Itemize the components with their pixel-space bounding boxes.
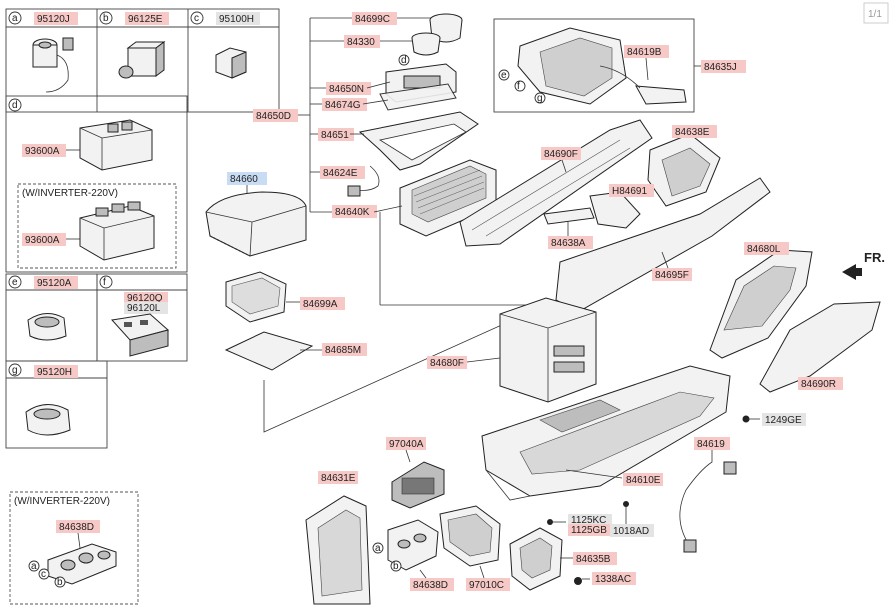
part-label[interactable]: 1125KC (571, 515, 606, 526)
cover-part-illustration (215, 47, 247, 79)
part-label[interactable]: 84695F (655, 270, 689, 281)
inverter-callout-b: b (57, 577, 63, 588)
part-label[interactable]: 84610E (626, 475, 661, 486)
part-label[interactable]: H84691 (612, 186, 647, 197)
arrow-icon (842, 264, 862, 280)
center-storage-box: 84680F (427, 297, 597, 403)
inverter-note: (W/INVERTER-220V) (22, 188, 118, 199)
upper-console-assembly: d (298, 13, 546, 306)
callout-b-letter: b (103, 13, 109, 24)
right-upper-trim: 84690F 84638E H84691 84638A 84695F (459, 119, 771, 313)
part-label[interactable]: 97040A (389, 439, 424, 450)
upper-center-labels: 84699C 84330 84650N 84674G 84650D 84651 … (253, 12, 403, 218)
part-label[interactable]: 84674G (325, 100, 361, 111)
part-label[interactable]: 84638D (59, 522, 94, 533)
callout-f-letter: f (103, 277, 106, 288)
part-label[interactable]: 97010C (469, 580, 504, 591)
part-label[interactable]: 1249GE (765, 415, 802, 426)
part-label[interactable]: 84650D (256, 111, 291, 122)
callout-a (8, 11, 22, 25)
part-label[interactable]: 84635J (704, 62, 737, 73)
upper-bracket-box: e f g 84619B 84635J (493, 18, 746, 113)
inverter-callout-a: a (31, 561, 37, 572)
callout-c (190, 11, 204, 25)
lower-components: 97040A 84631E a b 84638D 97010C 84635B 1… (305, 437, 654, 605)
callout-f-box: f (517, 81, 520, 92)
part-label[interactable]: 84619 (697, 439, 725, 450)
part-label[interactable]: 1338AC (595, 574, 631, 585)
callout-g-box: g (537, 93, 543, 104)
main-console-body: 84610E 1249GE 84619 (481, 365, 806, 553)
part-label[interactable]: 84699C (355, 14, 390, 25)
inverter-box: (W/INVERTER-220V) 84638D a b c (9, 491, 139, 605)
usb-port-g-illustration (25, 404, 71, 436)
front-direction-indicator: FR. (842, 250, 885, 280)
callout-d-upper: d (401, 55, 407, 66)
usb-port-illustration (27, 313, 67, 341)
inverter-box-note: (W/INVERTER-220V) (14, 496, 110, 507)
callout-a-lower: a (375, 543, 381, 554)
part-label[interactable]: 95120A (37, 278, 72, 289)
part-label[interactable]: 84680L (747, 244, 781, 255)
callout-d-letter: d (12, 100, 18, 111)
part-label[interactable]: 1125GB (571, 525, 607, 536)
part-label[interactable]: 84635B (576, 554, 611, 565)
switch-part-illustration (118, 41, 166, 79)
part-label[interactable]: 84690F (544, 149, 578, 160)
inverter-switch-bracket-illustration (79, 201, 155, 261)
callout-e (8, 275, 22, 289)
part-label[interactable]: 84631E (321, 473, 356, 484)
part-label[interactable]: 84680F (430, 358, 464, 369)
part-label[interactable]: 93600A (25, 235, 60, 246)
part-label[interactable]: 84640K (335, 207, 370, 218)
socket-part-illustration (32, 37, 74, 93)
callout-e-box: e (501, 70, 507, 81)
part-label[interactable]: 84685M (325, 345, 361, 356)
part-label[interactable]: 95100H (219, 14, 254, 25)
callout-a-letter: a (12, 13, 18, 24)
callout-g (8, 363, 22, 377)
part-label[interactable]: 96120L (127, 303, 161, 314)
callout-c-letter: c (194, 13, 199, 24)
part-label[interactable]: 84651 (321, 130, 349, 141)
page-indicator-box (863, 2, 889, 24)
callout-e-letter: e (12, 277, 18, 288)
part-label[interactable]: 84690R (801, 379, 836, 390)
callout-b (99, 11, 113, 25)
part-label[interactable]: 84624E (323, 168, 358, 179)
part-label[interactable]: 1018AD (613, 526, 649, 537)
aux-jack-illustration (111, 313, 170, 357)
part-label[interactable]: 84638E (675, 127, 710, 138)
part-label[interactable]: 96125E (128, 14, 163, 25)
part-label[interactable]: 84660 (230, 174, 258, 185)
callout-b-lower: b (393, 561, 399, 572)
part-label[interactable]: 84330 (347, 37, 375, 48)
callout-g-letter: g (12, 365, 18, 376)
inverter-callout-c: c (41, 569, 46, 580)
armrest-group: 84660 84699A 84685M (205, 172, 547, 433)
part-label[interactable]: 84699A (303, 299, 338, 310)
part-label[interactable]: 95120J (37, 14, 70, 25)
callout-f (99, 275, 113, 289)
part-label[interactable]: 84638A (551, 238, 586, 249)
switch-bracket-illustration (79, 119, 153, 171)
part-label[interactable]: 95120H (37, 367, 72, 378)
side-panels: 84680L 84690R (709, 242, 881, 393)
part-label[interactable]: 96120Q (127, 293, 163, 304)
part-label[interactable]: 84650N (329, 84, 364, 95)
callout-d (8, 98, 22, 112)
left-legend-panel: a 95120J b 96125E c 95100H (5, 8, 280, 449)
part-label[interactable]: 84638D (413, 580, 448, 591)
page-indicator: 1/1 (868, 9, 882, 20)
direction-label: FR. (864, 250, 885, 265)
part-label[interactable]: 84619B (627, 47, 662, 58)
part-label[interactable]: 93600A (25, 146, 60, 157)
